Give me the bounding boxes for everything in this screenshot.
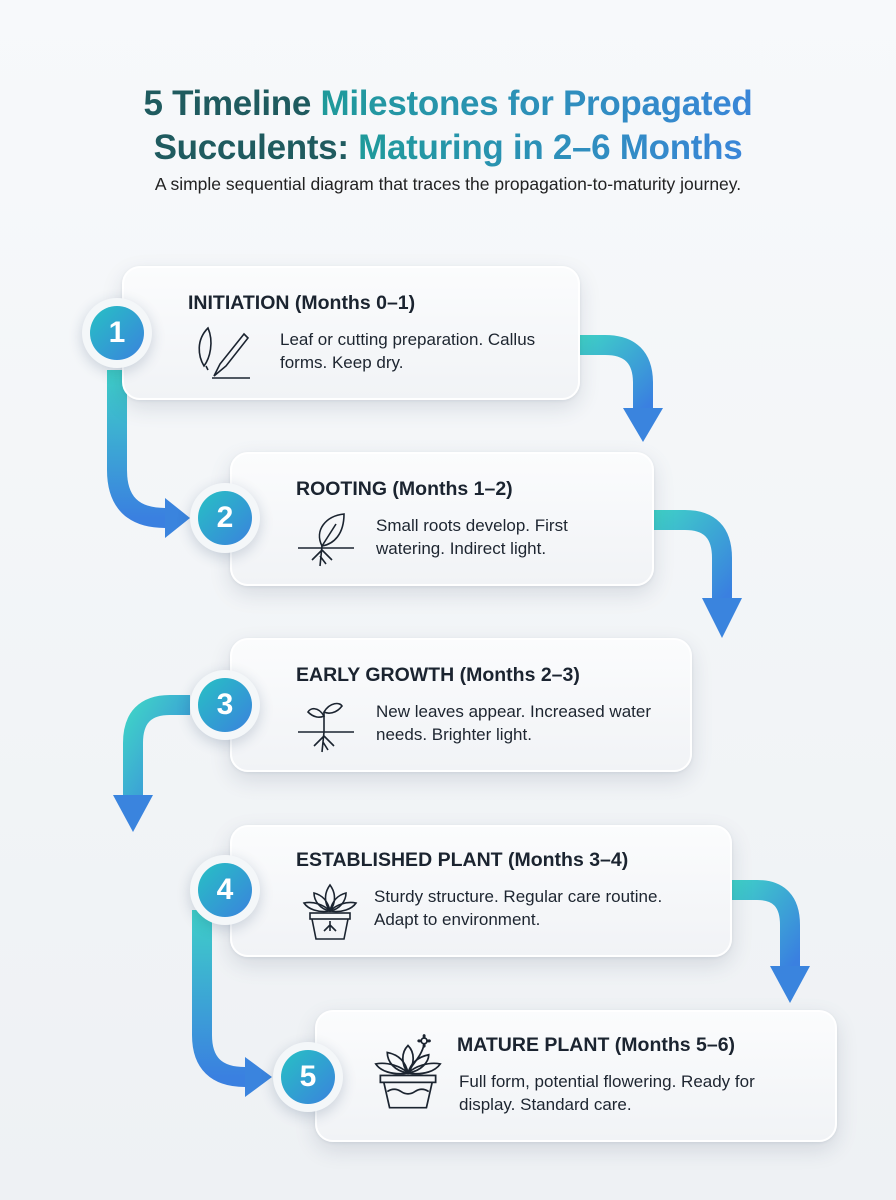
flowering-succulent-icon [374, 1034, 442, 1109]
arrowhead [702, 598, 742, 638]
title-part: 5 Timeline [143, 84, 321, 123]
milestone-desc: New leaves appear. Increased water needs… [376, 702, 651, 744]
milestone-title: ESTABLISHED PLANT (Months 3–4) [296, 849, 629, 871]
arrowhead [245, 1057, 272, 1097]
arrow-1-down [107, 370, 168, 528]
subtitle: A simple sequential diagram that traces … [154, 174, 742, 194]
rooting-leaf-icon [298, 513, 354, 567]
step-number: 4 [198, 863, 252, 917]
arrow-2-to-3 [650, 510, 732, 600]
milestone-card-3: EARLY GROWTH (Months 2–3) New leaves app… [230, 638, 692, 772]
title-part: Milestones for Propagated [320, 84, 753, 123]
arrow-4-to-5 [728, 880, 800, 968]
step-badge-1: 1 [82, 298, 152, 368]
step-badge-5: 5 [273, 1042, 343, 1112]
arrowhead [770, 966, 810, 1003]
arrow-3-out [123, 695, 190, 795]
leaf-knife-icon [198, 326, 250, 379]
potted-succulent-icon [302, 883, 358, 940]
step-badge-3: 3 [190, 670, 260, 740]
step-number: 5 [281, 1050, 335, 1104]
arrowhead [623, 408, 663, 442]
page-title: 5 Timeline Milestones for Propagated Suc… [0, 82, 896, 170]
step-badge-4: 4 [190, 855, 260, 925]
step-number: 3 [198, 678, 252, 732]
milestone-title: MATURE PLANT (Months 5–6) [457, 1034, 736, 1056]
milestone-title: EARLY GROWTH (Months 2–3) [296, 664, 580, 686]
arrow-1-to-2 [575, 335, 653, 410]
milestone-title: ROOTING (Months 1–2) [296, 478, 513, 500]
milestone-card-2: ROOTING (Months 1–2) Small roots develop… [230, 452, 654, 586]
step-number: 2 [198, 491, 252, 545]
arrowhead [165, 498, 190, 538]
milestone-card-5: MATURE PLANT (Months 5–6) Full form, pot… [315, 1010, 837, 1142]
sprout-icon [298, 702, 354, 753]
milestone-desc: Sturdy structure. Regular care routine. … [374, 887, 663, 929]
step-number: 1 [90, 306, 144, 360]
milestone-card-4: ESTABLISHED PLANT (Months 3–4) Sturdy st… [230, 825, 732, 957]
milestone-card-1: INITIATION (Months 0–1) Leaf or cutting … [122, 266, 580, 400]
milestone-title: INITIATION (Months 0–1) [188, 292, 416, 314]
milestone-desc: Full form, potential flowering. Ready fo… [459, 1072, 755, 1114]
milestone-desc: Small roots develop. First watering. Ind… [376, 516, 568, 558]
step-badge-2: 2 [190, 483, 260, 553]
title-part: Succulents: [153, 128, 359, 167]
title-part: Maturing in 2–6 Months [358, 128, 743, 167]
milestone-desc: Leaf or cutting preparation. Callus form… [280, 330, 536, 372]
arrowhead [113, 795, 153, 832]
arrow-4-down [192, 910, 250, 1087]
